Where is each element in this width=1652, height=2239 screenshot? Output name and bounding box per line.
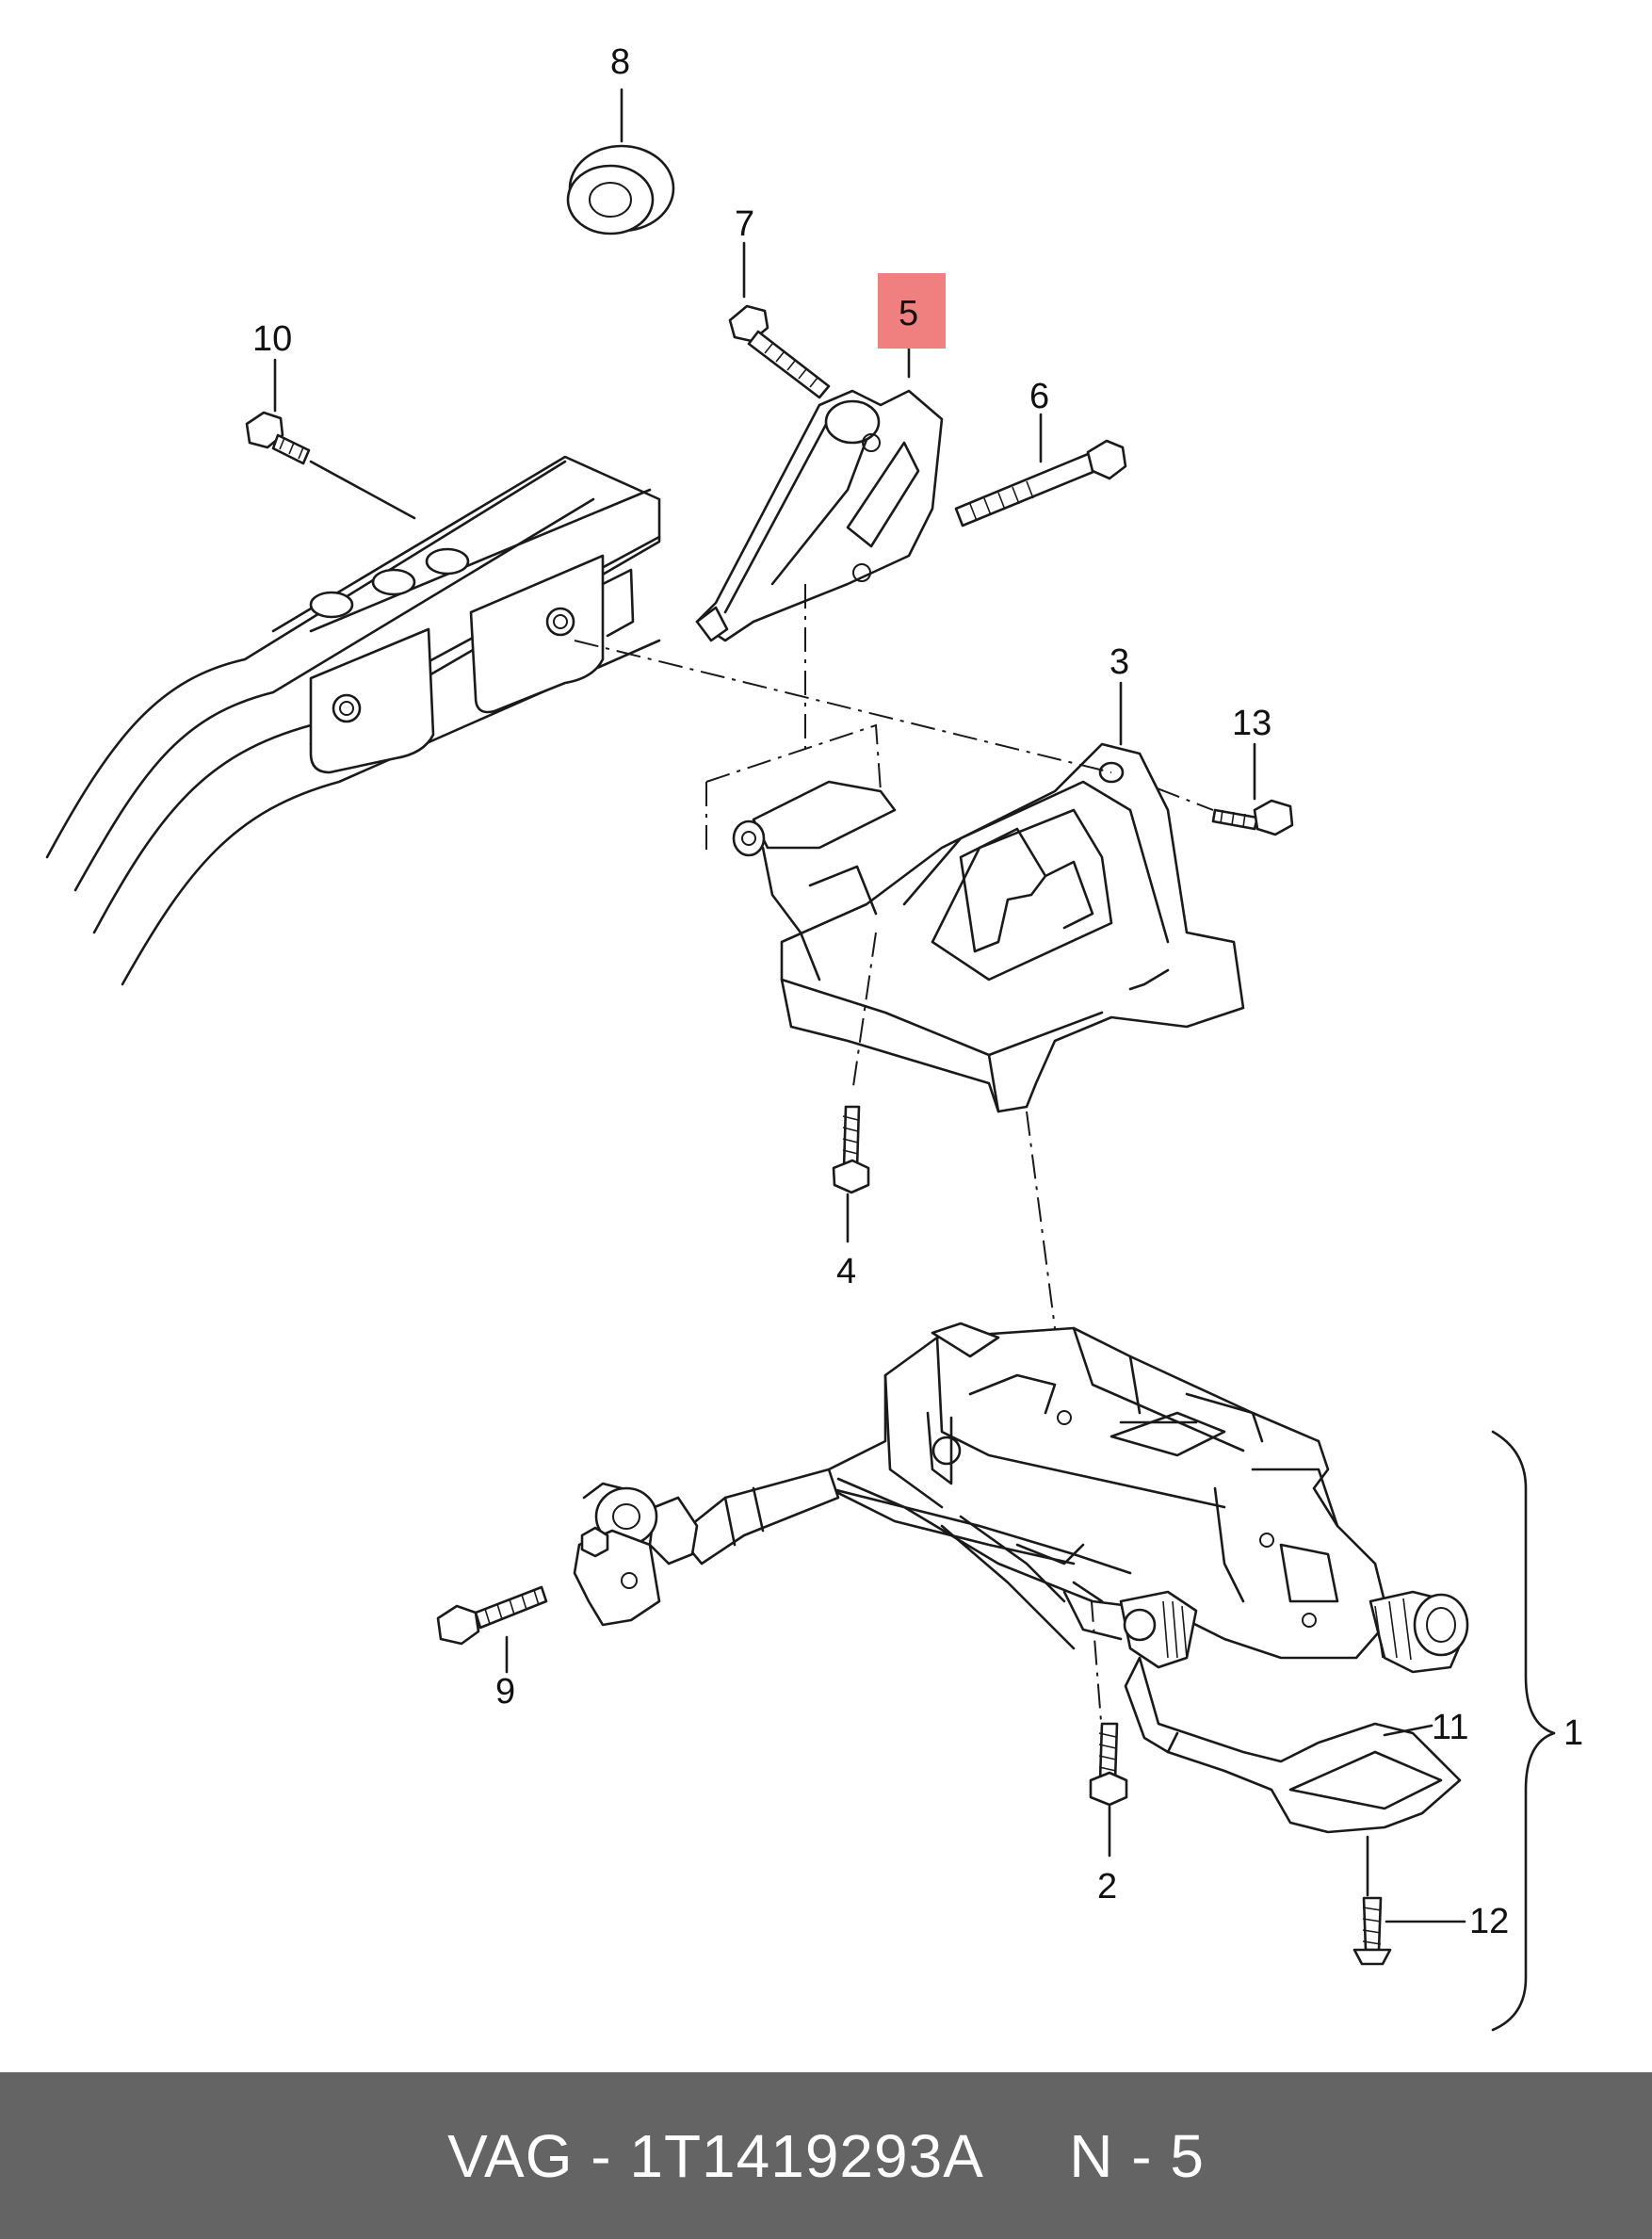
callout-5-highlight bbox=[878, 273, 946, 349]
callout-1: 1 bbox=[1563, 1713, 1583, 1753]
bolt-part-6 bbox=[954, 439, 1127, 527]
callout-10: 10 bbox=[252, 319, 292, 359]
cross-member bbox=[45, 455, 661, 986]
callout-6: 6 bbox=[1029, 377, 1049, 416]
callout-7: 7 bbox=[735, 204, 754, 244]
bolt-part-10 bbox=[245, 411, 311, 465]
grommet-part-8 bbox=[566, 144, 675, 235]
callout-11: 11 bbox=[1432, 1708, 1468, 1747]
callout-8: 8 bbox=[610, 42, 630, 82]
callout-labels: 1 2 3 4 5 6 7 8 9 10 11 12 13 bbox=[252, 42, 1583, 1941]
callout-5: 5 bbox=[899, 294, 918, 333]
callout-12: 12 bbox=[1469, 1902, 1509, 1941]
bolt-part-2 bbox=[1089, 1722, 1128, 1807]
callout-4: 4 bbox=[836, 1252, 856, 1291]
bolt-part-4 bbox=[832, 1105, 870, 1194]
part-number-footer: VAG - 1T1419293A N - 5 bbox=[0, 2072, 1652, 2239]
bracket-part-5 bbox=[695, 389, 944, 642]
parts-diagram: 1 2 3 4 5 6 7 8 9 10 11 12 13 bbox=[45, 42, 1583, 2032]
steering-column-part-1 bbox=[573, 1322, 1469, 1834]
screw-part-12 bbox=[1352, 1896, 1392, 1966]
callout-13: 13 bbox=[1232, 704, 1271, 743]
bolt-part-13 bbox=[1211, 799, 1294, 836]
callout-3: 3 bbox=[1109, 642, 1129, 682]
bracket-part-3 bbox=[732, 742, 1245, 1113]
bolt-part-9 bbox=[436, 1585, 548, 1646]
bolt-part-7 bbox=[728, 304, 831, 399]
callout-2: 2 bbox=[1097, 1867, 1117, 1906]
callout-9: 9 bbox=[495, 1672, 515, 1712]
part-number-caption: VAG - 1T1419293A N - 5 bbox=[447, 2121, 1205, 2190]
